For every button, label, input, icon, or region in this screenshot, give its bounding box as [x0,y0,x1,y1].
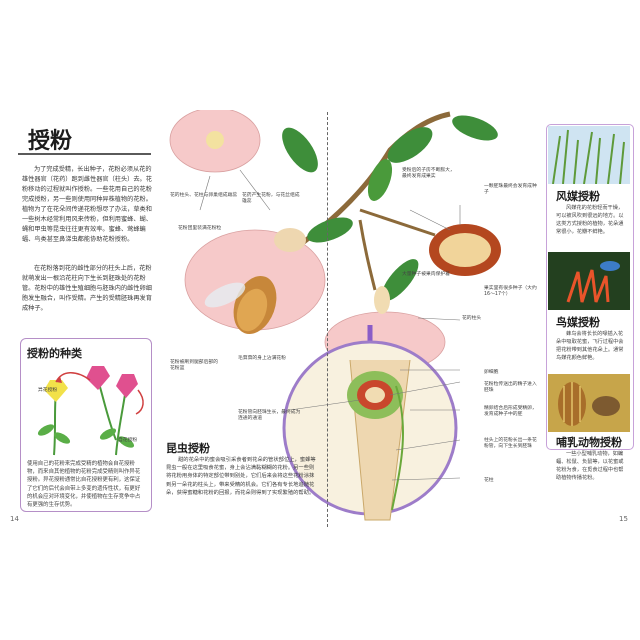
label-zygote: 精卵结合后形成受精卵，发育成种子中的胚 [484,406,537,417]
sidebar-bird-text: 蜂鸟会将长长的喙插入花朵中吸取花蜜，飞行过程中会把花粉带到其他花朵上。通常鸟媒花… [556,331,624,361]
label-stigma: 花的柱头 [462,316,482,321]
label-pollen-sac: 花粉团里装满花粉粒 [178,226,222,231]
intro-paragraph-1: 为了完成受精，长出种子，花粉必须从花的雄性器官（花药）跑到雌性器官（柱头）去。花… [22,166,152,243]
sidebar-wind-title: 风媒授粉 [556,190,600,203]
types-illustration [37,366,144,456]
label-fruit-note: 果实里有很多种子（大约16～17个） [484,286,537,297]
intro-paragraph-2: 在花粉落到花的雌性部分的柱头上后，花粉就萌发出一根沿花柱向下生长到胚珠处的花粉管… [22,265,152,312]
label-ovary-top: 受粉后的子房不断膨大，最终发育成果实 [402,168,455,179]
gutter-divider [327,112,328,527]
sidebar-box [546,124,634,450]
grass-image [548,126,630,184]
sidebar-bird-title: 鸟媒授粉 [556,316,600,329]
insect-section-text: 甜的花朵中的蜜会吸引采食者到花朵的管状部位上，蜜蜂等昆虫一般在这里吸食花蜜，身上… [166,457,316,496]
sidebar-mammal-text: 一些小型哺乳动物，如蝙蝠、松鼠、负鼠等，以花蜜或花粉为食，在觅食过程中也帮助植物… [556,451,624,481]
label-bee-legs: 花粉被刷到腿部后部的花粉篮 [170,360,218,371]
page-title: 授粉 [28,129,73,154]
page-number-right: 15 [619,515,628,523]
label-self-pollination: 自花授粉 [118,438,138,443]
insect-section-title: 昆虫授粉 [166,442,210,455]
types-box [20,338,152,512]
label-cross-pollination: 异花授粉 [38,388,58,393]
bird-image [548,252,630,310]
sidebar-mammal-title: 哺乳动物授粉 [556,436,622,449]
label-egg: 卵细胞 [484,370,499,375]
types-box-text: 使用自己的花粉来完成受精的植物会自花授粉物，而来自其他植物的花粉完成受精则叫作异… [27,461,141,509]
label-fruit-wall: 大量种子被果肉保护着 [402,272,450,277]
sidebar-wind-text: 风媒花的花粉轻而干燥，可以被风吹到很远的地方。以这类方式授粉的植物，花朵通常很小… [556,205,624,235]
label-ovule: 柱头上的花粉长出一条花粉管，向下生长到胚珠 [484,438,537,449]
page-number-left: 14 [10,515,19,523]
label-style: 花柱 [484,478,494,483]
label-stamen: 花药产生花粉，与花丝组成雄蕊 [242,193,300,204]
label-sperm: 花粉粒传送出的精子进入胚珠 [484,382,537,393]
types-box-title: 授粉的种类 [27,347,82,360]
mammal-image [548,374,630,432]
title-rule [18,153,151,155]
label-bee-hair: 毛茸茸的身上沾满花粉 [238,356,286,361]
label-seed: 一颗胚珠最终会发育成种子 [484,184,537,195]
label-stigma-style: 花的柱头、花柱与卵巢组成雌蕊 [170,193,238,198]
label-pollen-tube: 花粉管向胚珠生长，最终成为连通的通道 [238,410,301,421]
